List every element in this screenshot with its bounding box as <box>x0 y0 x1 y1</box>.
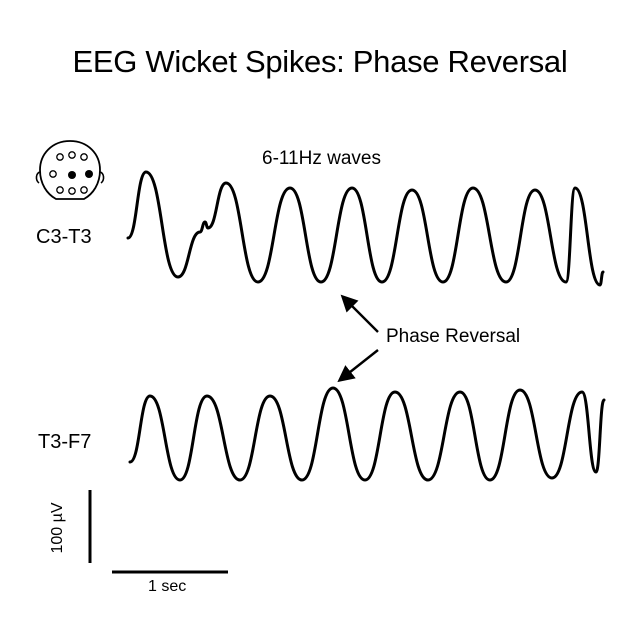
phase-reversal-arrow-up <box>340 294 379 333</box>
channel-label-t3-f7: T3-F7 <box>38 431 92 453</box>
frequency-label: 6-11Hz waves <box>262 148 381 169</box>
diagram-title: EEG Wicket Spikes: Phase Reversal <box>72 44 568 79</box>
eeg-trace-t3-f7 <box>128 386 606 482</box>
eeg-trace-c3-t3 <box>126 170 605 287</box>
channel-label-c3-t3: C3-T3 <box>36 226 92 248</box>
head-electrode-icon <box>35 140 105 200</box>
phase-reversal-label: Phase Reversal <box>386 326 521 347</box>
time-scale-label: 1 sec <box>148 578 187 595</box>
phase-reversal-arrow-down <box>337 349 379 383</box>
